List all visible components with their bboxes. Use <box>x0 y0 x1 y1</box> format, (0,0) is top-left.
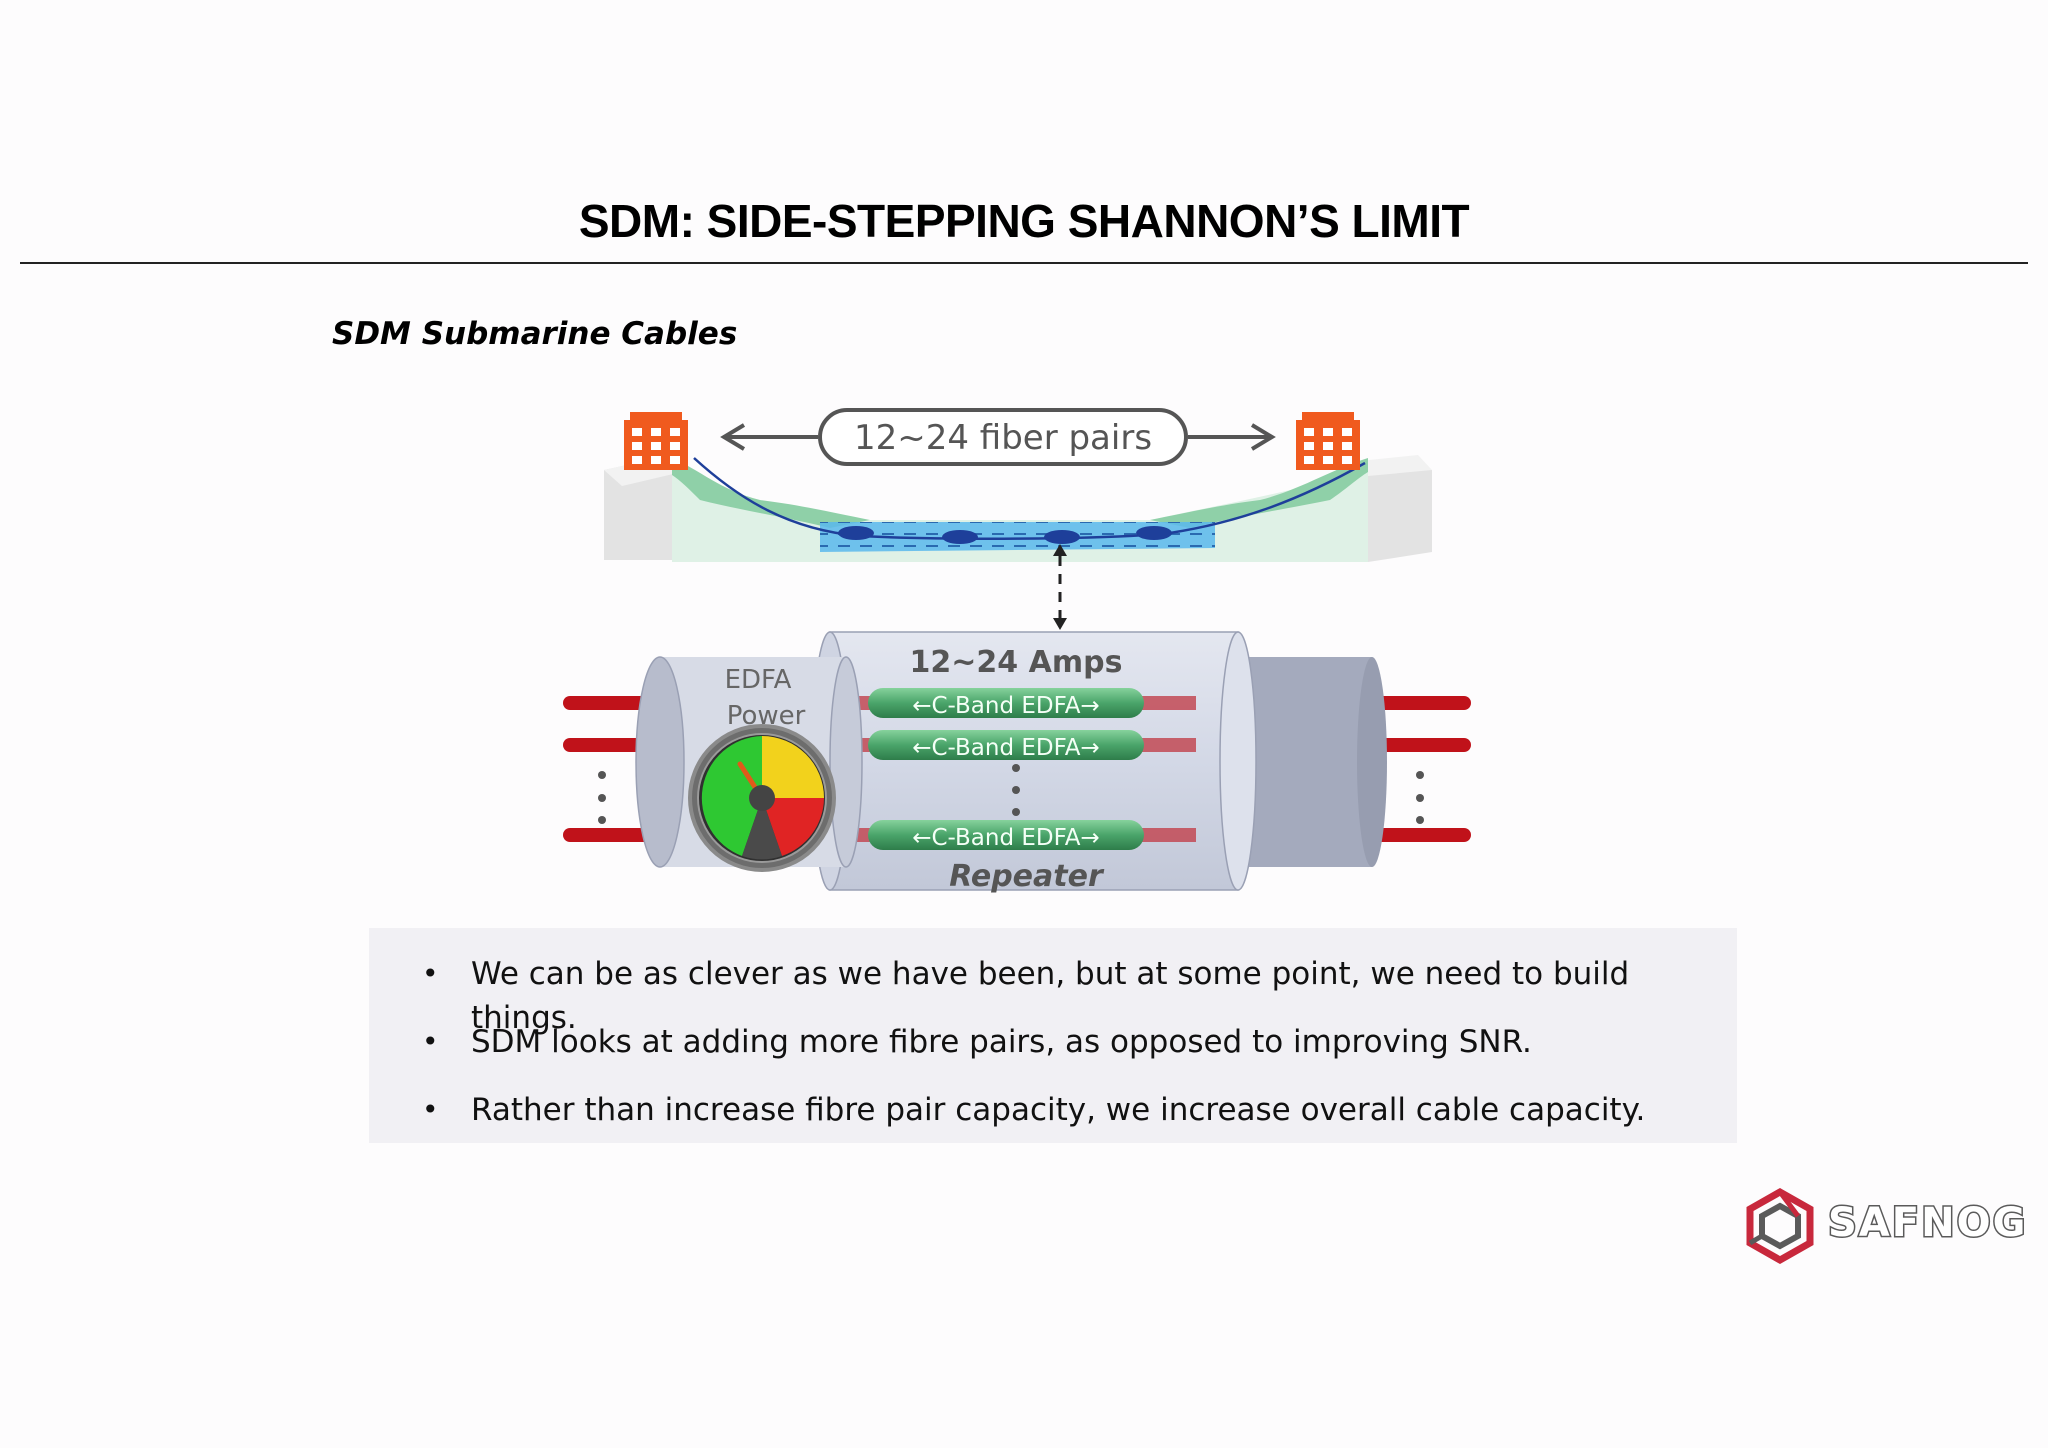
slide-title: SDM: SIDE-STEPPING SHANNON’S LIMIT <box>578 195 1470 247</box>
right-cliff-top <box>1350 455 1432 476</box>
ellipsis-dots-right <box>1416 771 1424 824</box>
power-gauge-icon <box>688 724 836 872</box>
bullet-dot: • <box>422 1025 439 1058</box>
ellipsis-dots-center <box>1012 764 1020 816</box>
edfa-amplifier: ←C-Band EDFA→ <box>868 688 1144 719</box>
svg-text:←C-Band EDFA→: ←C-Band EDFA→ <box>912 825 1100 851</box>
repeater-marker-2 <box>942 530 978 544</box>
right-cliff-side <box>1368 470 1432 562</box>
amps-label: 12~24 Amps <box>910 645 1123 680</box>
bullet-text: SDM looks at adding more fibre pairs, as… <box>471 1024 1532 1060</box>
left-shore <box>672 458 870 528</box>
fiber-pairs-label: 12~24 fiber pairs <box>854 418 1152 458</box>
sdm-cable-diagram: 12~24 fiber pairs ←C-Band <box>563 408 1471 894</box>
bullet-item: • Rather than increase fibre pair capacit… <box>409 1088 1737 1156</box>
repeater-marker-1 <box>838 526 874 540</box>
bullet-text: Rather than increase fibre pair capacity… <box>471 1092 1646 1128</box>
fiber-pairs-arrow <box>720 423 1276 451</box>
logo-text: SAFNOG <box>1826 1199 2028 1248</box>
slide-subtitle: SDM Submarine Cables <box>332 316 738 352</box>
submarine-cable <box>693 457 1366 540</box>
safnog-logo: SAFNOG <box>1742 1188 2027 1264</box>
fiber-pairs-pill <box>818 408 1188 466</box>
building-icon <box>624 412 688 470</box>
title-divider <box>20 262 2028 264</box>
bullet-dot: • <box>422 957 439 990</box>
building-icon <box>1296 412 1360 470</box>
ellipsis-dots-left <box>598 771 606 824</box>
ocean-waves <box>820 522 1215 552</box>
fiber-lines-right <box>1373 696 1471 842</box>
repeater-marker-3 <box>1044 530 1080 544</box>
svg-text:←C-Band EDFA→: ←C-Band EDFA→ <box>912 693 1100 719</box>
repeater-label: Repeater <box>949 859 1105 894</box>
connector-arrow-up <box>1053 544 1067 556</box>
bullet-text: We can be as clever as we have been, but… <box>471 956 1630 1036</box>
bullet-item: • We can be as clever as we have been, bu… <box>409 952 1737 1036</box>
edfa-amplifier: ←C-Band EDFA→ <box>868 820 1144 851</box>
bullet-dot: • <box>422 1093 439 1126</box>
bullet-list: • We can be as clever as we have been, bu… <box>369 928 1737 1143</box>
svg-text:←C-Band EDFA→: ←C-Band EDFA→ <box>912 735 1100 761</box>
hexagon-logo-icon <box>1746 1188 1814 1264</box>
edfa-power-label-line1: EDFA <box>725 665 792 695</box>
edfa-amplifier: ←C-Band EDFA→ <box>868 730 1144 761</box>
connector-arrow-down <box>1053 618 1067 630</box>
landscape <box>604 455 1432 562</box>
repeater-marker-4 <box>1136 526 1172 540</box>
right-shore <box>1150 458 1368 528</box>
bullet-item: • SDM looks at adding more fibre pairs, a… <box>409 1020 1737 1088</box>
